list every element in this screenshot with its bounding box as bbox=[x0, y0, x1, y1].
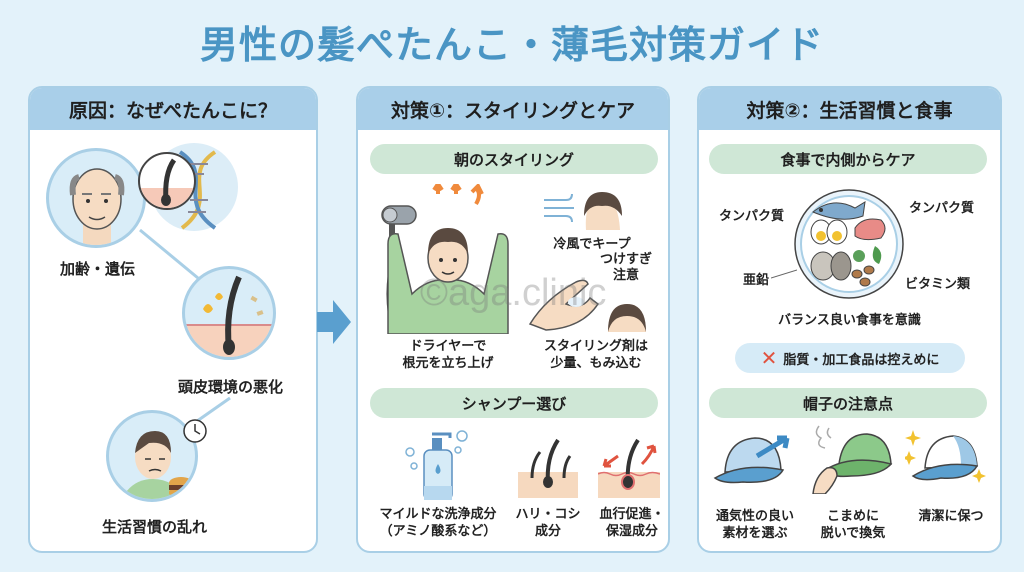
cool-air-icon bbox=[544, 192, 622, 230]
caution-line1: つけすぎ bbox=[599, 252, 652, 267]
cool-air-label: 冷風でキープ bbox=[553, 237, 631, 252]
x-mark-icon: ✕ bbox=[760, 346, 778, 370]
dryer-styling-icon bbox=[381, 184, 509, 334]
elderly-man-icon bbox=[46, 148, 146, 248]
dryer-tip-line2: 根元を立ち上げ bbox=[402, 356, 494, 371]
cause-label-scalp: 頭皮環境の悪化 bbox=[178, 378, 284, 396]
diet-label-protein-right: タンパク質 bbox=[909, 201, 975, 216]
removing-cap-icon bbox=[812, 425, 893, 494]
follicle-bubble-icon bbox=[138, 152, 196, 210]
balanced-plate-icon bbox=[794, 189, 904, 299]
diet-warning-text: 脂質・加工食品は控えめに bbox=[783, 352, 940, 368]
diet-label-zinc: 亜鉛 bbox=[743, 273, 770, 288]
zinc-pointer-line bbox=[771, 269, 797, 279]
clock-icon bbox=[183, 419, 207, 443]
lifestyle-panel: 対策②：生活習慣と食事 食事で内側からケア タンパク質 タンパク質 亜鉛 ビタミ… bbox=[697, 86, 1002, 553]
shampoo-item-strength-line1: ハリ・コシ bbox=[515, 507, 581, 522]
blood-flow-icon bbox=[598, 438, 660, 498]
hat-tip-breathable-line2: 素材を選ぶ bbox=[722, 526, 788, 541]
diet-label-protein-left: タンパク質 bbox=[719, 209, 785, 224]
shampoo-item-strength-line2: 成分 bbox=[534, 524, 561, 539]
product-tip-line1: スタイリング剤は bbox=[543, 339, 648, 354]
dryer-tip-line1: ドライヤーで bbox=[409, 339, 487, 354]
diet-heading: 食事で内側からケア bbox=[709, 144, 987, 174]
hands-styling-product-icon bbox=[528, 279, 600, 331]
cause-label-lifestyle: 生活習慣の乱れ bbox=[102, 518, 208, 536]
styling-panel: 対策①：スタイリングとケア 朝のスタイリング ドライヤーで 根元を立ち上げ 冷風… bbox=[356, 86, 670, 553]
product-tip-line2: 少量、もみ込む bbox=[550, 356, 642, 371]
cause-label-aging: 加齢・遺伝 bbox=[60, 260, 136, 278]
tired-man-burger-icon bbox=[106, 410, 198, 502]
shampoo-item-circulation-line1: 血行促進・ bbox=[599, 507, 665, 522]
clean-cap-icon bbox=[905, 430, 986, 483]
causes-panel: 原因：なぜぺたんこに？ 加齢・遺伝 bbox=[28, 86, 318, 553]
shampoo-item-circulation-line2: 保湿成分 bbox=[605, 524, 658, 539]
page-title: 男性の髪ぺたんこ・薄毛対策ガイド bbox=[199, 23, 824, 67]
hat-tip-ventilate-line2: 脱いで換気 bbox=[820, 526, 886, 541]
scalp-follicle-icon bbox=[182, 266, 276, 360]
shampoo-bottle-icon bbox=[405, 430, 468, 500]
morning-styling-heading: 朝のスタイリング bbox=[370, 144, 658, 174]
shampoo-item-mild-line2: （アミノ酸系など） bbox=[379, 524, 497, 539]
styling-panel-heading: 対策①：スタイリングとケア bbox=[358, 88, 668, 130]
shampoo-item-mild-line1: マイルドな洗浄成分 bbox=[379, 507, 497, 522]
lifestyle-panel-heading: 対策②：生活習慣と食事 bbox=[699, 88, 1000, 130]
hat-heading: 帽子の注意点 bbox=[709, 388, 987, 418]
diet-balance-text: バランス良い食事を意識 bbox=[778, 313, 921, 328]
causes-panel-heading: 原因：なぜぺたんこに？ bbox=[30, 88, 316, 130]
caution-line2: 注意 bbox=[612, 268, 639, 283]
dna-icon bbox=[178, 150, 217, 230]
hat-tip-ventilate-line1: こまめに bbox=[826, 509, 879, 524]
shampoo-heading: シャンプー選び bbox=[370, 388, 658, 418]
diet-label-vitamins: ビタミン類 bbox=[905, 277, 971, 292]
mesh-cap-icon bbox=[713, 435, 790, 484]
flow-arrow-icon bbox=[317, 300, 351, 344]
overstyled-hair-icon bbox=[608, 304, 646, 332]
diet-warning-pill: ✕ 脂質・加工食品は控えめに bbox=[735, 343, 965, 373]
hair-strength-icon bbox=[518, 438, 578, 498]
hat-tip-breathable-line1: 通気性の良い bbox=[715, 509, 794, 524]
hat-tip-clean: 清潔に保つ bbox=[918, 509, 984, 524]
